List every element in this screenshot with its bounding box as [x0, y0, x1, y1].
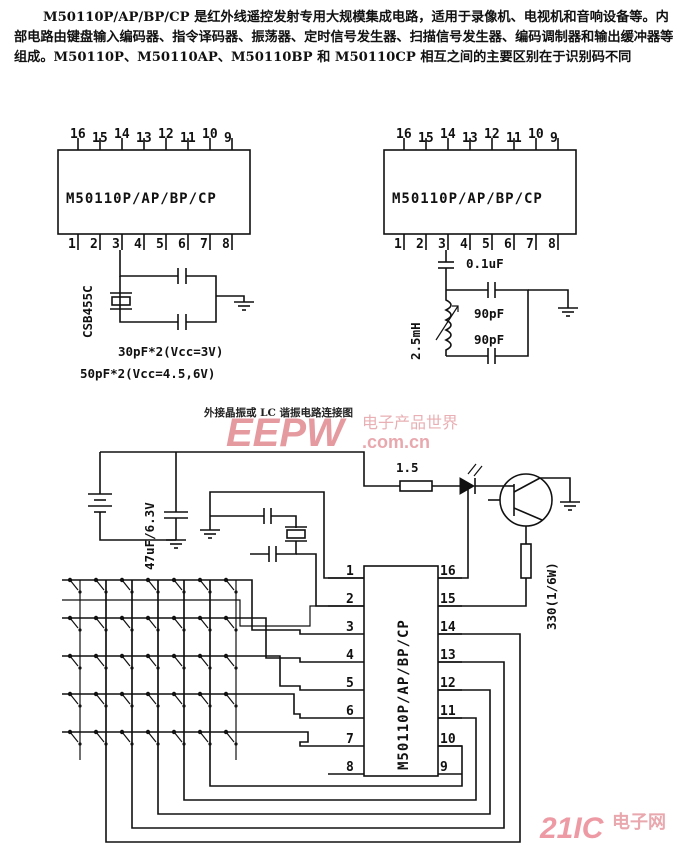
top-pin-label: 12: [484, 127, 500, 142]
top-pin-label: 15: [92, 131, 108, 146]
lc-c1-label: 90pF: [474, 306, 504, 321]
top-pin-label: 14: [114, 127, 130, 142]
lc-c2-label: 90pF: [474, 332, 504, 347]
bottom-pin-label: 3: [112, 237, 120, 252]
top-pins-a: 16 15 14 13 12 11 10 9: [70, 127, 233, 150]
left-pin-label: 4: [346, 648, 354, 663]
bottom-pin-label: 2: [90, 237, 98, 252]
site-watermark: 21IC 电子网: [539, 811, 666, 845]
ic-label-b: M50110P/AP/BP/CP: [392, 191, 543, 207]
svg-text:电子网: 电子网: [612, 811, 666, 832]
ic-body-b: [383, 149, 577, 235]
right-pin-label: 11: [440, 704, 456, 719]
lc-inductor-label: 2.5mH: [408, 322, 423, 360]
intro-paragraph: M50110P/AP/BP/CP 是红外线遥控发射专用大规模集成电路，适用于录像…: [14, 10, 674, 65]
bottom-pin-label: 6: [178, 237, 186, 252]
top-pin-label: 13: [462, 131, 478, 146]
bottom-pin-label: 5: [156, 237, 164, 252]
supply-cap-label: 47uF/6.3V: [142, 502, 157, 570]
svg-text:电子产品世界: 电子产品世界: [362, 413, 458, 432]
top-pin-label: 10: [202, 127, 218, 142]
right-pin-label: 15: [440, 592, 456, 607]
top-pin-label: 16: [70, 127, 86, 142]
top-pins-b: 16 15 14 13 12 11 10 9: [396, 127, 559, 150]
bottom-pin-label: 8: [548, 237, 556, 252]
left-pins: 1 2 3 4 5 6 7 8: [328, 564, 364, 775]
lc-cap-label: 0.1uF: [466, 256, 504, 271]
left-pin-label: 8: [346, 760, 354, 775]
top-pin-label: 16: [396, 127, 412, 142]
base-resistor-label: 330(1/6W): [544, 562, 559, 630]
top-pin-label: 14: [440, 127, 456, 142]
led-resistor-label: 1.5: [396, 460, 419, 475]
svg-text:.com.cn: .com.cn: [362, 432, 430, 452]
top-pin-label: 11: [180, 131, 196, 146]
bottom-pin-label: 3: [438, 237, 446, 252]
bottom-pin-label: 8: [222, 237, 230, 252]
right-pin-label: 9: [440, 760, 448, 775]
cap-note-2: 50pF*2(Vcc=4.5,6V): [80, 366, 215, 381]
crystal-label: CSB455C: [80, 285, 95, 338]
bottom-pin-label: 2: [416, 237, 424, 252]
keypad-matrix: [62, 577, 328, 760]
right-pin-label: 13: [440, 648, 456, 663]
top-pin-label: 10: [528, 127, 544, 142]
figure-caption: 外接晶振或 LC 谐振电路连接图: [203, 406, 353, 419]
bottom-pin-label: 1: [68, 237, 76, 252]
bottom-pin-label: 6: [504, 237, 512, 252]
bottom-pin-label: 7: [200, 237, 208, 252]
right-pin-label: 10: [440, 732, 456, 747]
top-pin-label: 15: [418, 131, 434, 146]
top-pin-label: 11: [506, 131, 522, 146]
right-pin-label: 12: [440, 676, 456, 691]
bottom-pin-label: 4: [460, 237, 468, 252]
bottom-pin-label: 7: [526, 237, 534, 252]
bottom-pin-label: 4: [134, 237, 142, 252]
svg-text:21IC: 21IC: [539, 812, 605, 845]
bottom-pin-label: 5: [482, 237, 490, 252]
top-pin-label: 9: [550, 131, 558, 146]
main-ic-label: M50110P/AP/BP/CP: [396, 619, 412, 770]
top-pin-label: 9: [224, 131, 232, 146]
svg-text:EEPW: EEPW: [226, 411, 347, 455]
right-pin-label: 16: [440, 564, 456, 579]
right-pin-label: 14: [440, 620, 456, 635]
left-pin-label: 5: [346, 676, 354, 691]
cap-note-1: 30pF*2(Vcc=3V): [118, 344, 223, 359]
ic-body-a: [57, 149, 251, 235]
left-pin-label: 6: [346, 704, 354, 719]
left-pin-label: 1: [346, 564, 354, 579]
eepw-watermark: EEPW 电子产品世界 .com.cn: [226, 411, 458, 455]
bottom-pin-label: 1: [394, 237, 402, 252]
left-pin-label: 3: [346, 620, 354, 635]
left-pin-label: 2: [346, 592, 354, 607]
top-pin-label: 13: [136, 131, 152, 146]
left-pin-label: 7: [346, 732, 354, 747]
top-pin-label: 12: [158, 127, 174, 142]
right-pins: 16 15 14 13 12 11 10 9: [438, 564, 462, 775]
ic-label-a: M50110P/AP/BP/CP: [66, 191, 217, 207]
main-ic-body: [363, 565, 439, 777]
